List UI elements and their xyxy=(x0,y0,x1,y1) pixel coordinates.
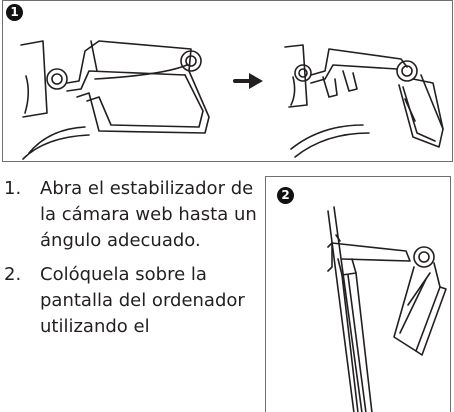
step-1-badge: 1 xyxy=(6,4,23,21)
figure-2-panel: 2 xyxy=(265,176,451,412)
step-2-text: Colóquela sobre la pantalla del ordenado… xyxy=(40,264,245,337)
right-arrow-icon xyxy=(233,73,263,89)
figure-1-illustration xyxy=(20,40,444,160)
hinge-drawing xyxy=(413,246,435,268)
step-1-number: 1. xyxy=(4,178,22,199)
step-2-number: 2. xyxy=(4,264,22,285)
open-stand-drawing xyxy=(284,44,444,158)
figure-2-illustration xyxy=(327,206,447,412)
closed-stand-drawing xyxy=(20,40,210,160)
step-2-badge: 2 xyxy=(277,187,294,204)
figure-1-panel: 1 xyxy=(2,0,453,162)
step-1-text: Abra el estabilizador de la cámara web h… xyxy=(40,178,257,251)
step-1: 1. Abra el estabilizador de la cámara we… xyxy=(0,176,262,254)
instruction-steps: 1. Abra el estabilizador de la cámara we… xyxy=(0,176,262,340)
monitor-edge-drawing xyxy=(333,206,363,412)
webcam-drawing xyxy=(393,262,441,352)
step-2: 2. Colóquela sobre la pantalla del orden… xyxy=(0,262,262,340)
